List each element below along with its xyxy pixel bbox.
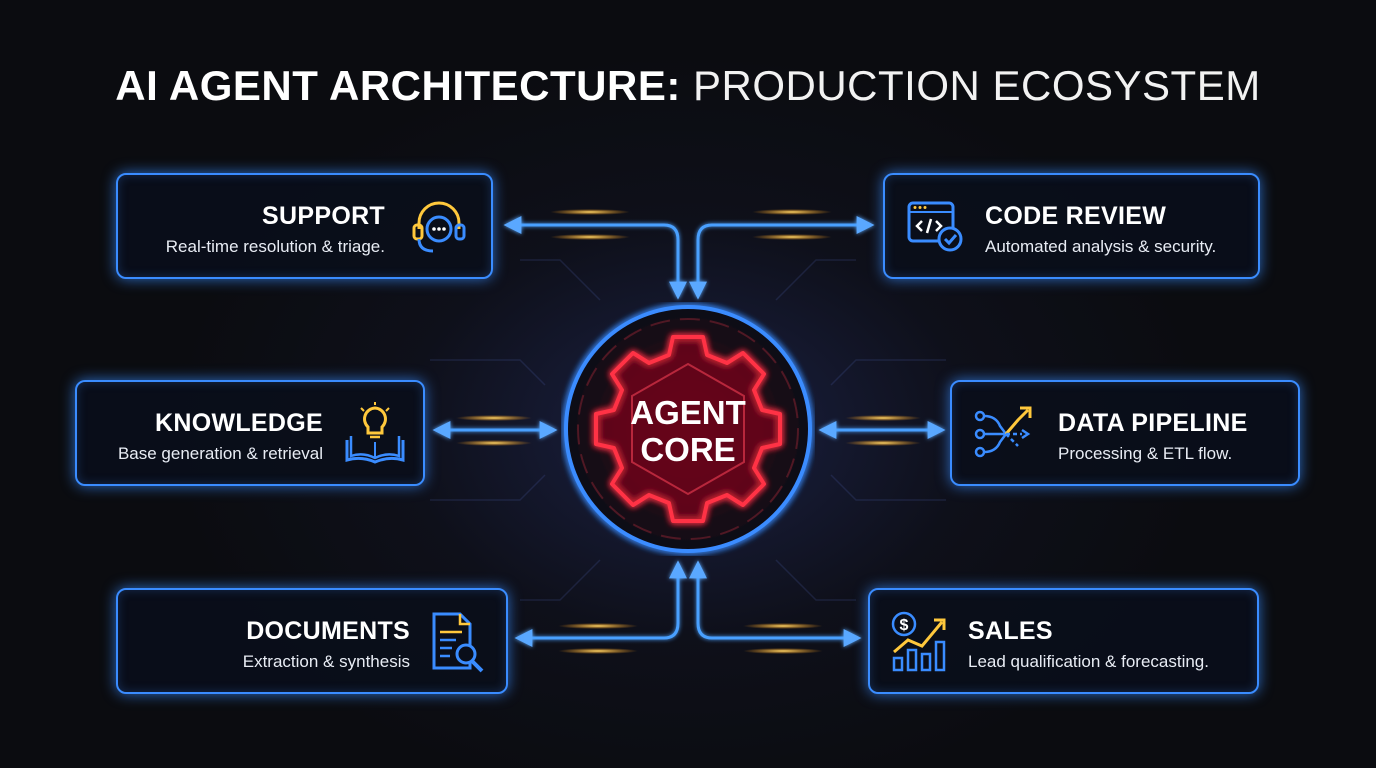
node-knowledge[interactable]: KNOWLEDGE Base generation & retrieval [75, 380, 425, 486]
pipeline-flow-icon [974, 406, 1032, 458]
node-description: Automated analysis & security. [985, 237, 1217, 256]
node-support[interactable]: SUPPORT Real-time resolution & triage. [116, 173, 493, 279]
connector-documents [514, 560, 687, 647]
node-title: SUPPORT [262, 202, 385, 230]
node-description: Base generation & retrieval [117, 444, 323, 463]
node-documents[interactable]: DOCUMENTS Extraction & synthesis [116, 588, 508, 694]
agent-core-gear [564, 305, 812, 553]
dollar-growth-chart-icon: $ [891, 611, 946, 672]
node-description: Processing & ETL flow. [1058, 444, 1233, 463]
node-title: CODE REVIEW [985, 202, 1167, 230]
node-title: SALES [968, 617, 1053, 645]
node-description: Lead qualification & forecasting. [968, 652, 1209, 671]
node-description: Extraction & synthesis [242, 652, 410, 671]
node-title: KNOWLEDGE [155, 409, 323, 437]
core-line-1: AGENT [630, 394, 746, 431]
node-sales[interactable]: $ SALES Lead qualification & forecasting… [868, 588, 1259, 694]
connector-sales [689, 560, 862, 647]
page-title: AI AGENT ARCHITECTURE: PRODUCTION ECOSYS… [0, 62, 1376, 110]
agent-core-label: AGENT CORE [588, 394, 788, 468]
node-title: DOCUMENTS [246, 617, 410, 645]
title-light: PRODUCTION ECOSYSTEM [680, 62, 1261, 109]
document-search-icon [432, 612, 484, 673]
connector-support [503, 216, 687, 300]
node-code-review[interactable]: CODE REVIEW Automated analysis & securit… [883, 173, 1260, 279]
code-window-check-icon [907, 201, 963, 252]
svg-text:$: $ [900, 617, 909, 634]
core-line-2: CORE [640, 431, 736, 468]
node-title: DATA PIPELINE [1058, 409, 1248, 437]
headset-chat-icon [412, 201, 466, 253]
node-data-pipeline[interactable]: DATA PIPELINE Processing & ETL flow. [950, 380, 1300, 486]
lightbulb-book-icon [345, 402, 405, 464]
connector-code-review [689, 216, 875, 300]
node-description: Real-time resolution & triage. [165, 237, 385, 256]
title-bold: AI AGENT ARCHITECTURE: [115, 62, 681, 109]
